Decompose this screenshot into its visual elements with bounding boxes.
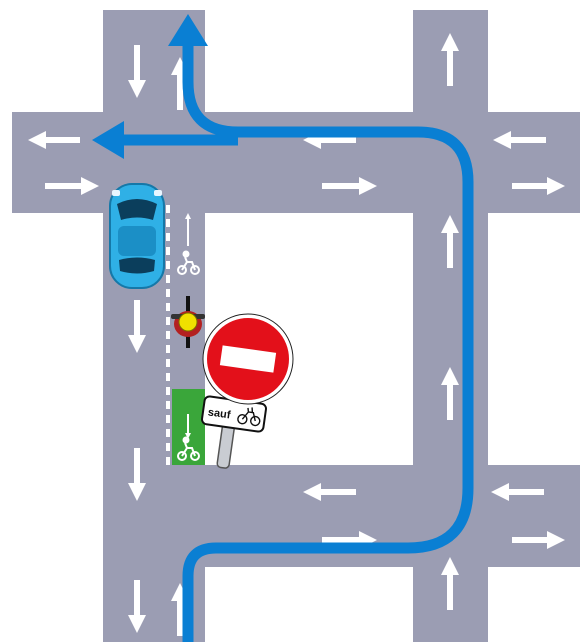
sign-exception-label: sauf — [207, 406, 231, 421]
bike-lane — [166, 205, 205, 465]
bicycle-icon — [237, 407, 261, 427]
no-entry-bar — [219, 345, 277, 373]
cyclist-icon — [171, 296, 205, 348]
no-entry-sign-icon: sauf — [201, 313, 294, 469]
car-icon — [109, 183, 165, 289]
route-arrowhead-up — [168, 14, 208, 46]
route-arrowhead-left — [92, 121, 124, 159]
bicycle-exception-plate: sauf — [201, 395, 267, 433]
lane-arrows — [28, 33, 565, 636]
blue-route-arrow — [92, 14, 474, 642]
bicycle-icon — [177, 414, 200, 461]
bicycle-icon — [177, 213, 200, 275]
